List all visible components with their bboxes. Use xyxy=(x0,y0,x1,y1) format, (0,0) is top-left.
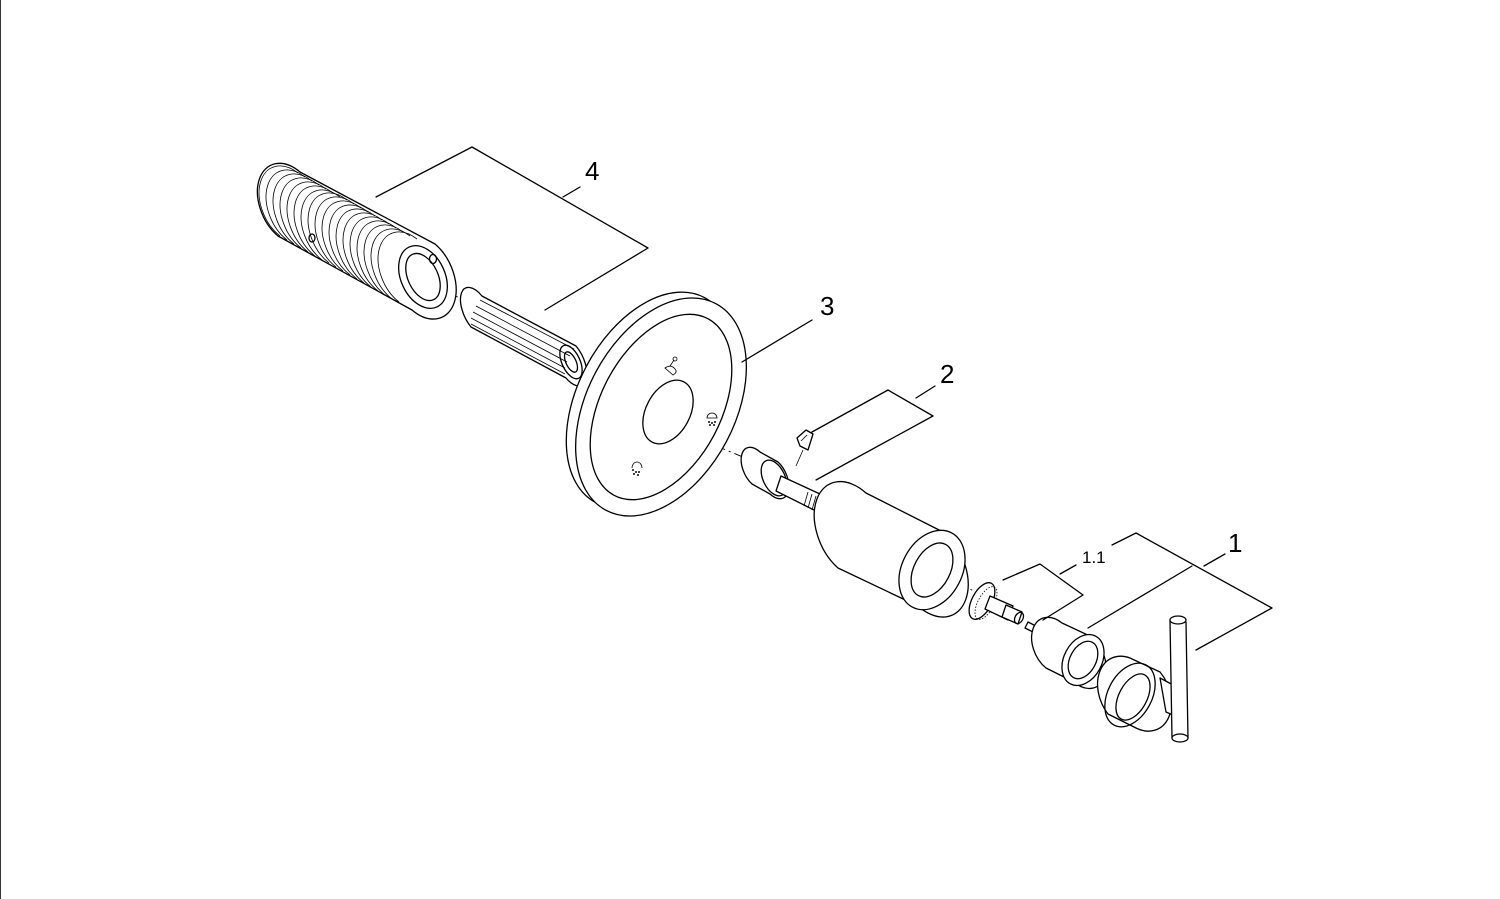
callout-2: 2 xyxy=(940,359,954,389)
callout-1-1: 1.1 xyxy=(1082,548,1106,567)
leader-1 xyxy=(1087,532,1273,651)
escutcheon-plate xyxy=(565,291,748,517)
leader-2 xyxy=(811,385,936,481)
handle-ring xyxy=(1030,616,1107,690)
extension-spindle xyxy=(459,286,588,387)
lever-handle xyxy=(1096,615,1189,743)
retaining-clip xyxy=(795,429,814,467)
leader-1-1 xyxy=(1002,532,1137,621)
callout-4: 4 xyxy=(585,156,599,186)
hand-shower-icon xyxy=(631,461,643,476)
tub-spout-icon xyxy=(664,356,678,376)
callout-1: 1 xyxy=(1228,528,1242,558)
leader-4 xyxy=(375,146,649,311)
cover-sleeve xyxy=(813,480,969,618)
shower-head-icon xyxy=(706,412,718,426)
extension-sleeve xyxy=(256,162,457,320)
adapter-assembly xyxy=(740,429,821,511)
callout-3: 3 xyxy=(820,291,834,321)
handle-adapter xyxy=(968,582,1025,625)
leader-3 xyxy=(741,319,813,363)
